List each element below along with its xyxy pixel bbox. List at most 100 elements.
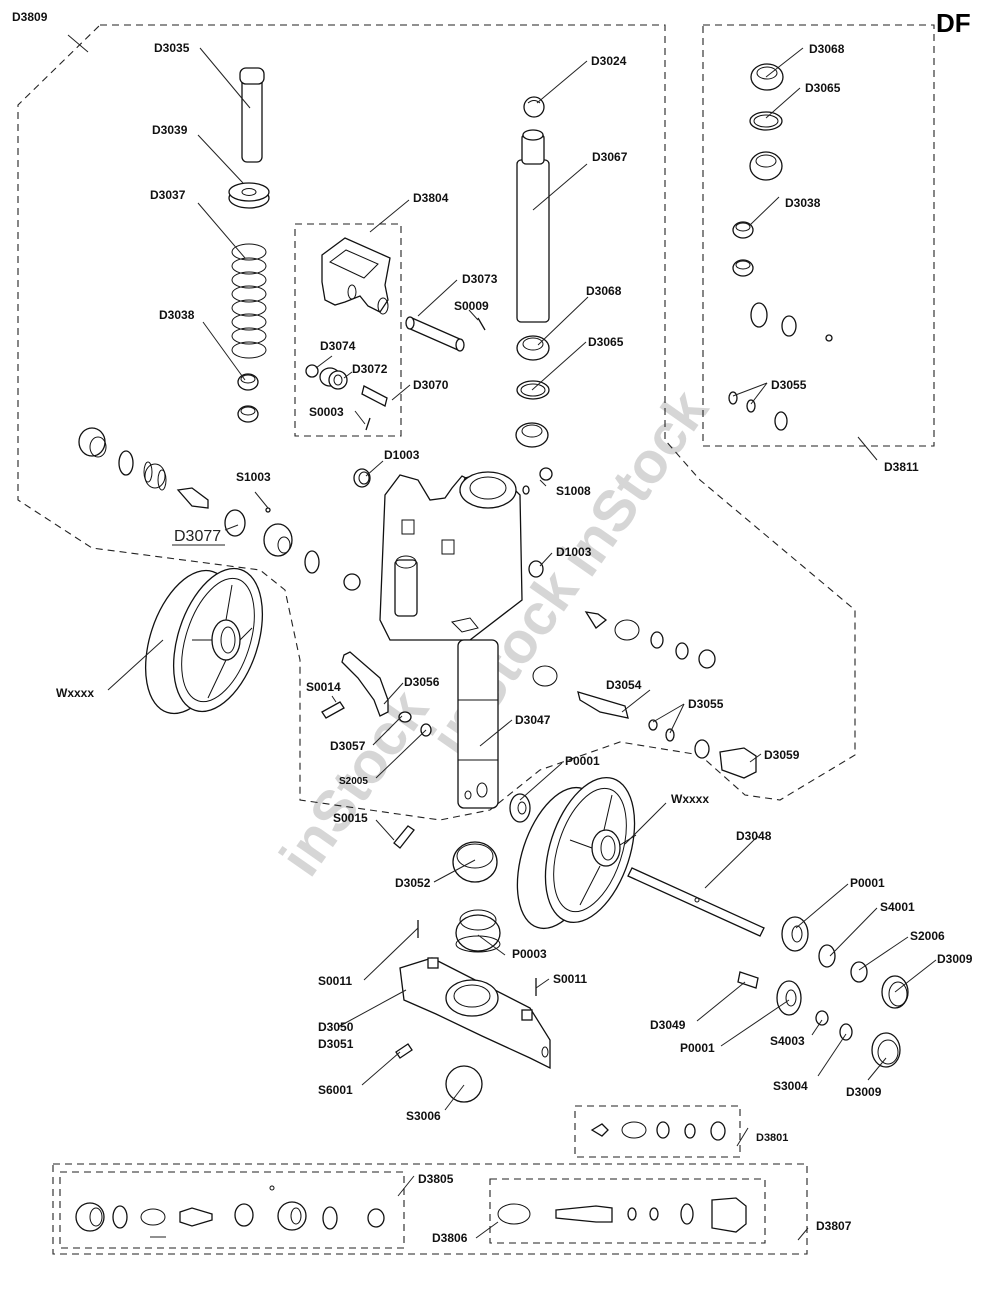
label-d3035: D3035 — [154, 41, 190, 55]
part-valve-left-train — [78, 427, 361, 591]
part-d3056-lever — [341, 651, 389, 717]
label-d3806: D3806 — [432, 1231, 468, 1245]
label-d3038-kit: D3038 — [785, 196, 821, 210]
label-s2005: S2005 — [339, 776, 368, 787]
label-wxxxx-right: Wxxxx — [671, 792, 709, 806]
part-s0015-pin — [393, 825, 415, 849]
group-d3807-outline — [52, 1163, 808, 1255]
part-pump-body — [379, 471, 523, 641]
part-d3804-bracket — [321, 237, 391, 315]
label-d3051: D3051 — [318, 1037, 354, 1051]
part-d3038-seal — [237, 373, 259, 423]
label-d3054: D3054 — [606, 678, 642, 692]
part-p0001-right-bearing — [781, 916, 809, 952]
part-d3067-ram — [516, 129, 550, 323]
label-s2006: S2006 — [910, 929, 945, 943]
label-d3038-top: D3038 — [159, 308, 195, 322]
part-p0001-bearing — [509, 793, 531, 823]
part-d3070-pin — [361, 385, 388, 407]
part-s2006-nut — [850, 961, 868, 983]
part-d3074-bush — [305, 364, 319, 378]
label-s0009: S0009 — [454, 299, 489, 313]
label-s4003: S4003 — [770, 1034, 805, 1048]
part-d3047-shaft — [457, 639, 499, 809]
group-d3811-outline — [702, 24, 935, 447]
label-d3055-mid: D3055 — [688, 697, 724, 711]
label-d3059: D3059 — [764, 748, 800, 762]
part-d3039-washer — [228, 182, 270, 209]
label-s0015: S0015 — [333, 811, 368, 825]
part-d3035-pump-piston — [239, 67, 265, 163]
part-s6001-grease-nipple — [395, 1043, 413, 1059]
label-d3068-kit: D3068 — [809, 42, 845, 56]
label-d3068-mid: D3068 — [586, 284, 622, 298]
label-s6001: S6001 — [318, 1083, 353, 1097]
label-p0001-right: P0001 — [850, 876, 885, 890]
part-d3037-spring — [231, 243, 267, 359]
part-d3024-cap — [523, 96, 545, 118]
label-s0014: S0014 — [306, 680, 341, 694]
label-s0011-right: S0011 — [553, 972, 587, 986]
label-d3050: D3050 — [318, 1020, 354, 1034]
label-s4001: S4001 — [880, 900, 915, 914]
group-d3804-outline — [294, 223, 402, 437]
part-valve-right-train — [532, 611, 757, 779]
part-d1003-bush — [353, 468, 371, 488]
label-p0001-bottom: P0001 — [680, 1041, 715, 1055]
parts — [75, 63, 909, 1233]
label-s0011-left: S0011 — [318, 974, 352, 988]
part-d3050-fork — [399, 957, 551, 1070]
part-s3004-circlip — [839, 1023, 853, 1041]
part-d3048-axle — [627, 867, 765, 937]
part-seal-lower — [515, 422, 549, 448]
callout-labels: D3809 D3035 D3039 D3037 D3038 D3804 D307… — [12, 10, 973, 1245]
part-s0009-pin — [477, 317, 486, 331]
label-d3065-mid: D3065 — [588, 335, 624, 349]
label-d3073: D3073 — [462, 272, 498, 286]
label-d3056: D3056 — [404, 675, 440, 689]
part-d3072-roller — [319, 367, 348, 390]
part-wheel-left — [144, 567, 264, 715]
label-d3811: D3811 — [884, 460, 919, 474]
part-kit-d3805 — [75, 1185, 385, 1232]
label-d3055-kit: D3055 — [771, 378, 807, 392]
label-d3057: D3057 — [330, 739, 366, 753]
part-d1003-side-bush — [528, 560, 544, 578]
label-d3065-kit: D3065 — [805, 81, 841, 95]
label-s1003: S1003 — [236, 470, 271, 484]
part-p0003-roller-bearing — [455, 909, 501, 953]
label-d3067: D3067 — [592, 150, 628, 164]
group-d3805-outline — [59, 1171, 405, 1249]
part-d3009-lower-cap — [871, 1032, 901, 1068]
label-s1008: S1008 — [556, 484, 591, 498]
part-d3052-bearing-cup — [452, 841, 498, 883]
part-kit-d3806 — [497, 1197, 747, 1233]
leader-lines — [67, 34, 937, 1241]
part-s4003-ring — [815, 1010, 829, 1026]
label-d3037: D3037 — [150, 188, 186, 202]
part-d3065-ring — [516, 380, 550, 400]
label-d3048: D3048 — [736, 829, 772, 843]
label-d1003-top: D1003 — [384, 448, 420, 462]
label-d3039: D3039 — [152, 123, 188, 137]
label-d3070: D3070 — [413, 378, 449, 392]
label-d3024: D3024 — [591, 54, 627, 68]
label-d3804: D3804 — [413, 191, 449, 205]
part-d3057-spring — [398, 711, 412, 723]
label-d3807: D3807 — [816, 1219, 852, 1233]
label-wxxxx-left: Wxxxx — [56, 686, 94, 700]
label-s3006: S3006 — [406, 1109, 441, 1123]
part-s4001-lock-washer — [818, 944, 836, 968]
part-s3006-circlip — [445, 1065, 483, 1103]
label-p0003: P0003 — [512, 947, 547, 961]
label-d3009-bottom: D3009 — [846, 1085, 882, 1099]
label-d3077: D3077 — [174, 528, 221, 545]
part-d3049-bush — [737, 971, 759, 989]
part-s0003-pin — [365, 417, 371, 431]
part-kit-d3811 — [728, 63, 833, 431]
label-d3074: D3074 — [320, 339, 356, 353]
model-code: DF — [936, 8, 971, 38]
label-d3805: D3805 — [418, 1172, 454, 1186]
group-boundaries — [17, 24, 935, 1255]
